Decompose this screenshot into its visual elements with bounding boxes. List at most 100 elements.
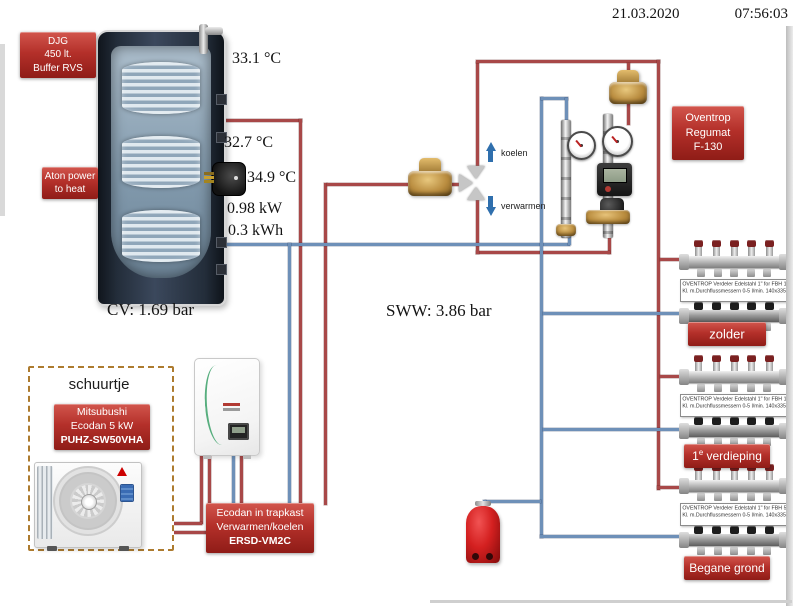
ecodan-display-icon	[228, 423, 249, 440]
manifold-bar	[679, 254, 789, 270]
manifold-group-begane-grond: OVENTROP Verdeler Edelstahl 1" for FBH 5…	[679, 464, 789, 556]
manifold-image	[679, 526, 789, 555]
temp-top-reading: 33.1 °C	[232, 50, 282, 67]
pipe-warm-tank-out	[218, 119, 302, 122]
pump-label-line: F-130	[693, 141, 723, 154]
unit-foot-icon	[119, 546, 129, 551]
scrollbar-track[interactable]	[786, 26, 793, 606]
heat-pump-label-line: PUHZ-SW50VHA	[60, 433, 144, 446]
valve-body-icon	[609, 81, 647, 104]
manifold-image	[679, 417, 789, 446]
pipe-cold-vessel-run	[485, 500, 541, 503]
floor-label-text: zolder	[709, 326, 745, 342]
manifold-image	[679, 464, 789, 501]
pump-label-line: Oventrop	[685, 112, 731, 125]
heat-exchanger-coil-bottom	[122, 210, 200, 262]
date-label: 21.03.2020	[612, 6, 680, 22]
ecodan-label-line: Ecodan in trapkast	[216, 507, 304, 520]
pipe-warm-3way-up	[476, 62, 479, 170]
datetime-bar: 21.03.2020 07:56:03	[612, 6, 788, 23]
valve-triangle-icon	[467, 166, 485, 179]
pipe-warm-manifold-riser	[657, 60, 660, 490]
caption-line: Kl. m.Durchflussmessern 0-5 l/min. 140x3…	[682, 511, 786, 518]
pipe-warm-valve-link	[450, 183, 464, 186]
floor-label-begane-grond: Begane grond	[684, 556, 770, 580]
check-valve-icon	[408, 158, 452, 196]
cv-pressure-reading: CV: 1.69 bar	[107, 300, 195, 319]
manifold-caption: OVENTROP Verdeler Edelstahl 1" for FBH 1…	[680, 279, 788, 302]
ecodan-label-line: Verwarmen/koelen	[216, 521, 304, 534]
manifold-group-zolder: OVENTROP Verdeler Edelstahl 1" for FBH 1…	[679, 240, 789, 332]
check-valve-icon	[609, 70, 647, 104]
unit-foot-icon	[47, 546, 57, 551]
pipe-cold-ecodan-riser	[288, 243, 291, 505]
energy-sticker-icon	[121, 485, 133, 501]
pipe-warm-riser-1	[299, 119, 302, 505]
caption-line: OVENTROP Verdeler Edelstahl 1" for FBH 1…	[682, 280, 788, 287]
brass-fitting-icon	[586, 210, 630, 224]
manifold-nuts	[686, 547, 782, 555]
manifold-bar	[679, 369, 789, 385]
heat-pump-label: Mitsubushi Ecodan 5 kW PUHZ-SW50VHA	[54, 404, 150, 450]
manifold-caption: OVENTROP Verdeler Edelstahl 1" for FBH 1…	[680, 394, 788, 417]
arrow-up-icon	[485, 142, 496, 162]
manifold-valve-stems	[686, 240, 782, 256]
tank-port-icon	[216, 237, 227, 248]
manifold-nuts	[686, 493, 782, 501]
window-edge-left	[0, 44, 5, 216]
cooling-mode-label: koelen	[501, 148, 528, 158]
unit-foot-icon	[203, 455, 211, 459]
manifold-flowmeter-caps	[686, 526, 782, 534]
pipe-warm-top-run	[476, 60, 660, 63]
buffer-label-line: Buffer RVS	[33, 62, 83, 74]
heat-pump-outdoor-unit	[34, 462, 142, 551]
pipe-cold-u-top	[541, 97, 568, 100]
manifold-nuts	[686, 269, 782, 277]
aton-label: Aton power to heat	[42, 167, 98, 199]
manifold-bar	[679, 478, 789, 494]
ecodan-indoor-unit	[194, 358, 260, 459]
tank-port-icon	[216, 264, 227, 275]
ecodan-label-line: ERSD-VM2C	[229, 534, 291, 547]
manifold-flowmeter-caps	[686, 417, 782, 425]
pipe-cold-branch-verdieping	[543, 428, 685, 431]
pump-label-line: Regumat	[685, 126, 731, 139]
caption-line: Kl. m.Durchflussmessern 0-5 l/min. 140x3…	[682, 402, 786, 409]
pipe-cold-ecodan-stub	[232, 452, 235, 505]
pipe-warm-riser-2	[324, 183, 327, 505]
pipe-warm-pump-down	[608, 232, 611, 254]
pump-group-pipe-left	[561, 120, 571, 238]
pipe-warm-outdoor-2	[141, 531, 210, 534]
pressure-gauge-icon	[602, 126, 633, 157]
valve-cap-icon	[617, 70, 639, 86]
valve-cap-icon	[419, 158, 441, 176]
pipe-warm-drop-valve2	[627, 63, 630, 75]
valve-triangle-icon	[467, 187, 485, 200]
shed-title: schuurtje	[68, 376, 130, 393]
element-power-reading: 0.98 kW	[227, 200, 283, 217]
pipe-warm-valve2-pump	[627, 103, 630, 125]
temp-element-reading: 34.9 °C	[247, 169, 297, 186]
valve-body-icon	[408, 171, 452, 196]
pipe-warm-branch-begane	[657, 486, 685, 489]
tank-inner-view	[111, 46, 211, 278]
three-way-valve-icon	[458, 165, 494, 201]
pipe-warm-return-run	[476, 251, 610, 254]
pump-display-icon	[597, 163, 632, 196]
buffer-label-line: DJG	[48, 36, 68, 48]
tank-port-icon	[216, 132, 227, 143]
caption-line: OVENTROP Verdeler Edelstahl 1" for FBH 1…	[682, 395, 788, 402]
buffer-label-line: 450 lt.	[44, 49, 72, 61]
window-edge-bottom	[430, 600, 792, 603]
heat-pump-label-line: Ecodan 5 kW	[70, 420, 134, 433]
manifold-nuts	[686, 384, 782, 392]
manifold-image	[679, 240, 789, 277]
manifold-bar	[679, 423, 789, 439]
expansion-vessel-icon	[466, 506, 500, 563]
manifold-nuts	[686, 438, 782, 446]
heating-mode-label: verwarmen	[501, 201, 546, 211]
heat-exchanger-coil-top	[122, 62, 200, 114]
pipe-warm-ecodan-1	[200, 452, 203, 524]
ecodan-indoor-label: Ecodan in trapkast Verwarmen/koelen ERSD…	[206, 503, 314, 553]
unit-foot-icon	[243, 455, 251, 459]
